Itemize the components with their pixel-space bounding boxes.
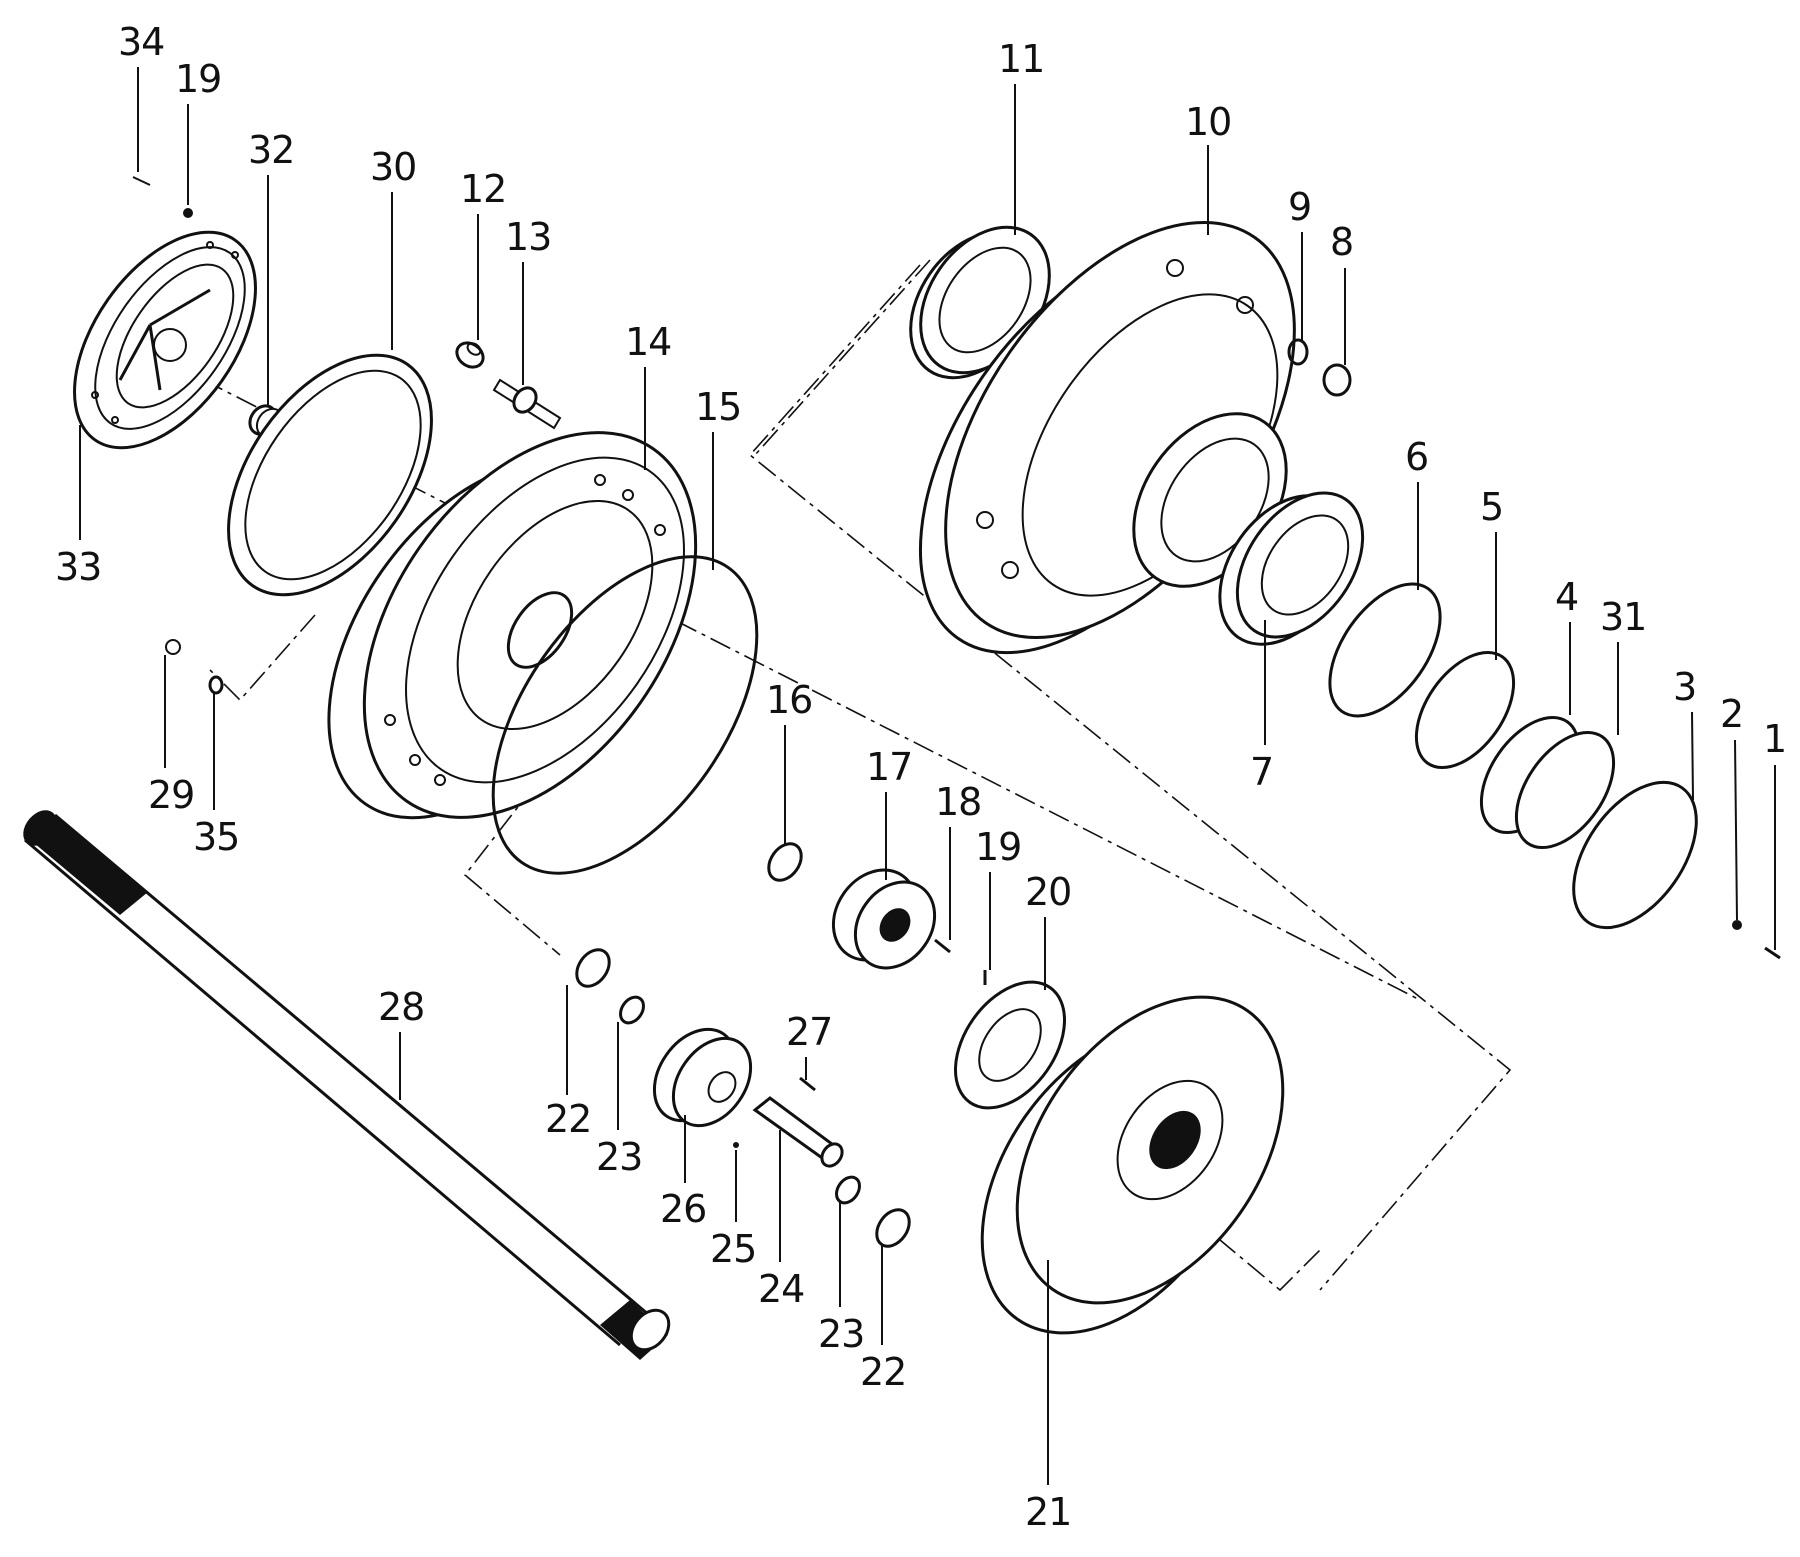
callout-34: 31	[1600, 595, 1646, 639]
callout-32: 33	[55, 545, 101, 589]
part-30-gasket	[227, 353, 433, 597]
part-10-hub	[918, 221, 1296, 655]
callout-20: 20	[1025, 870, 1071, 914]
part-3-cover	[1572, 780, 1698, 930]
callout-16: 16	[766, 678, 812, 722]
part-29-nut	[165, 639, 181, 655]
callout-4: 4	[1555, 575, 1578, 619]
callout-33: 34	[118, 20, 164, 64]
callout-17: 17	[866, 745, 912, 789]
part-21-drum	[980, 995, 1285, 1335]
callout-2: 2	[1720, 692, 1743, 736]
callout-31: 32	[248, 128, 294, 172]
callout-10: 10	[1185, 100, 1231, 144]
callout-15: 15	[695, 385, 741, 429]
callout-18: 18	[935, 780, 981, 824]
part-7-bearing	[1218, 491, 1365, 646]
part-28-shaft	[23, 810, 671, 1360]
part-9-washer	[1287, 338, 1309, 366]
callout-3: 3	[1673, 665, 1696, 709]
part-5-ring	[1414, 650, 1516, 770]
part-12-nut	[455, 341, 485, 369]
part-33-bolt	[132, 176, 151, 186]
callout-1: 1	[1763, 717, 1786, 761]
part-32-cover	[73, 230, 257, 450]
bracket-line-29	[209, 614, 316, 702]
part-23-ring-right	[835, 1175, 861, 1205]
callout-24: 24	[758, 1267, 804, 1311]
part-2-washer	[1732, 920, 1742, 930]
callout-23-left: 23	[596, 1135, 642, 1179]
part-20-thrust-plate	[953, 980, 1067, 1110]
link-line-11	[754, 259, 931, 456]
callout-9: 9	[1288, 185, 1311, 229]
callout-29: 29	[148, 773, 194, 817]
callout-27: 27	[786, 1010, 832, 1054]
part-35-washer	[208, 675, 224, 695]
callout-19-mid: 19	[975, 825, 1021, 869]
part-8-nut	[1322, 363, 1352, 397]
part-15-oring	[491, 555, 759, 875]
callout-14: 14	[625, 320, 671, 364]
callout-23-right: 23	[818, 1312, 864, 1356]
part-13-bolt	[492, 378, 562, 430]
callout-26: 26	[660, 1187, 706, 1231]
part-22-washer-right	[875, 1208, 911, 1248]
part-6-seal	[1328, 582, 1442, 718]
part-16-snapring	[767, 842, 803, 882]
callout-11: 11	[998, 37, 1044, 81]
callout-22-right: 22	[860, 1350, 906, 1394]
callout-22-left: 22	[545, 1097, 591, 1141]
callout-19-top: 19	[175, 57, 221, 101]
part-27-key	[799, 1076, 816, 1092]
part-17-sun-gear	[831, 868, 937, 970]
part-18-bolt	[934, 938, 951, 954]
part-22-washer-left	[575, 948, 611, 988]
callout-labels: 1 2 3 4 31 5 6 7 8 9 10 11 12 13 14 15 1…	[55, 20, 1787, 1534]
part-23-ring-left	[619, 995, 645, 1025]
part-1-bolt	[1764, 946, 1781, 960]
part-24-pin	[752, 1096, 844, 1168]
callout-8: 8	[1330, 220, 1353, 264]
callout-5: 5	[1480, 485, 1503, 529]
callout-28: 28	[378, 985, 424, 1029]
part-19-washer-top	[183, 208, 193, 218]
callout-25: 25	[710, 1227, 756, 1271]
callout-12: 12	[460, 167, 506, 211]
callout-30: 30	[370, 145, 416, 189]
callout-6: 6	[1405, 435, 1428, 479]
part-26-planet-gear	[652, 1027, 753, 1128]
bracket-line-right	[748, 264, 1512, 1291]
callout-35: 35	[193, 815, 239, 859]
callout-7: 7	[1250, 750, 1273, 794]
bracket-line-22	[463, 784, 561, 956]
callout-13: 13	[505, 215, 551, 259]
callout-21: 21	[1025, 1490, 1071, 1534]
part-25-ball	[733, 1142, 739, 1148]
part-34-lock-ring	[1514, 730, 1616, 850]
part-14-carrier	[327, 431, 698, 820]
